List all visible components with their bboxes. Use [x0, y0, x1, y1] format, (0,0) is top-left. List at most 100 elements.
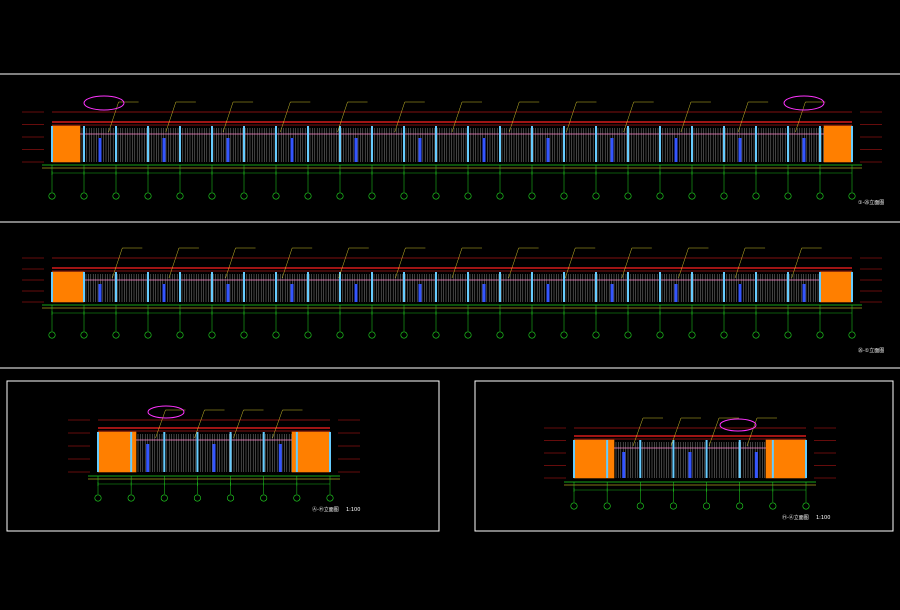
- pilaster: [354, 284, 358, 302]
- pilaster: [610, 284, 614, 302]
- leader-line: [708, 417, 720, 447]
- axis-bubble: [624, 331, 632, 339]
- axis-bubble: [688, 331, 696, 339]
- axis-bubble: [94, 494, 102, 502]
- axis-bubble: [240, 192, 248, 200]
- pilaster: [98, 138, 102, 162]
- axis-bubble: [636, 502, 644, 510]
- pilaster: [226, 138, 230, 162]
- end-wall-left: [51, 271, 85, 303]
- axis-bubble: [720, 192, 728, 200]
- leader-line: [338, 247, 349, 279]
- axis-bubble: [80, 331, 88, 339]
- axis-bubble: [592, 331, 600, 339]
- pilaster: [622, 452, 626, 478]
- pilaster: [162, 138, 166, 162]
- axis-bubble: [112, 331, 120, 339]
- pilaster: [226, 284, 230, 302]
- leader-line: [678, 247, 689, 279]
- axis-bubble: [592, 192, 600, 200]
- axis-bubble: [736, 502, 744, 510]
- axis-bubble: [528, 192, 536, 200]
- leader-line: [337, 101, 348, 133]
- leader-line: [451, 247, 463, 279]
- axis-bubble: [496, 331, 504, 339]
- end-wall-right: [823, 125, 853, 163]
- axis-bubble: [570, 502, 578, 510]
- pilaster: [354, 138, 358, 162]
- leader-line: [168, 247, 180, 279]
- leader-line: [734, 247, 746, 279]
- axis-bubble: [227, 494, 235, 502]
- pilaster: [278, 444, 282, 472]
- axis-bubble: [496, 192, 504, 200]
- axis-bubble: [144, 192, 152, 200]
- axis-bubble: [272, 331, 280, 339]
- pilaster: [482, 138, 486, 162]
- leader-line: [565, 247, 576, 279]
- leader-line: [108, 101, 119, 133]
- axis-bubble: [752, 331, 760, 339]
- view-scale-4: 1:100: [816, 515, 830, 521]
- pilaster: [610, 138, 614, 162]
- axis-bubble: [784, 331, 792, 339]
- axis-bubble: [848, 192, 856, 200]
- axis-bubble: [48, 331, 56, 339]
- axis-bubble: [464, 192, 472, 200]
- axis-bubble: [752, 192, 760, 200]
- end-wall-right: [819, 271, 853, 303]
- axis-bubble: [326, 494, 334, 502]
- elevation-view-3: [68, 409, 360, 502]
- leader-line: [165, 101, 177, 133]
- pilaster: [754, 452, 758, 478]
- leader-line: [280, 101, 291, 133]
- leader-line: [194, 409, 205, 439]
- axis-bubble: [336, 192, 344, 200]
- leader-line: [509, 101, 520, 133]
- axis-bubble: [560, 331, 568, 339]
- axis-bubble: [656, 331, 664, 339]
- elevation-view-2: [22, 247, 882, 339]
- axis-bubble: [784, 192, 792, 200]
- pilaster: [674, 284, 678, 302]
- elevation-view-4: [544, 417, 836, 510]
- axis-bubble: [112, 192, 120, 200]
- elevation-view-1: [22, 101, 882, 200]
- leader-line: [632, 417, 644, 447]
- axis-bubble: [208, 331, 216, 339]
- view-scale-3: 1:100: [346, 507, 360, 513]
- pilaster: [146, 444, 150, 472]
- axis-bubble: [144, 331, 152, 339]
- pilaster: [290, 284, 294, 302]
- axis-bubble: [816, 331, 824, 339]
- revision-cloud: [719, 418, 757, 432]
- axis-bubble: [769, 502, 777, 510]
- axis-bubble: [48, 192, 56, 200]
- leader-line: [225, 247, 236, 279]
- leader-line: [566, 101, 577, 133]
- pilaster: [688, 452, 692, 478]
- leader-line: [394, 101, 405, 133]
- pilaster: [212, 444, 216, 472]
- axis-bubble: [528, 331, 536, 339]
- end-wall-left: [51, 125, 81, 163]
- revision-cloud: [83, 95, 125, 111]
- view-title-2: ㉖-①立面图: [858, 347, 884, 354]
- axis-bubble: [669, 502, 677, 510]
- leader-line: [623, 101, 634, 133]
- axis-bubble: [336, 331, 344, 339]
- pilaster: [98, 284, 102, 302]
- axis-bubble: [816, 192, 824, 200]
- axis-bubble: [127, 494, 135, 502]
- axis-bubble: [304, 192, 312, 200]
- axis-bubble: [368, 331, 376, 339]
- view-title-1: ①-㉖立面图: [858, 199, 884, 206]
- axis-bubble: [176, 192, 184, 200]
- axis-bubble: [432, 192, 440, 200]
- axis-bubble: [160, 494, 168, 502]
- axis-bubble: [193, 494, 201, 502]
- axis-bubble: [720, 331, 728, 339]
- pilaster: [418, 284, 422, 302]
- leader-line: [795, 101, 806, 133]
- revision-cloud: [783, 95, 825, 111]
